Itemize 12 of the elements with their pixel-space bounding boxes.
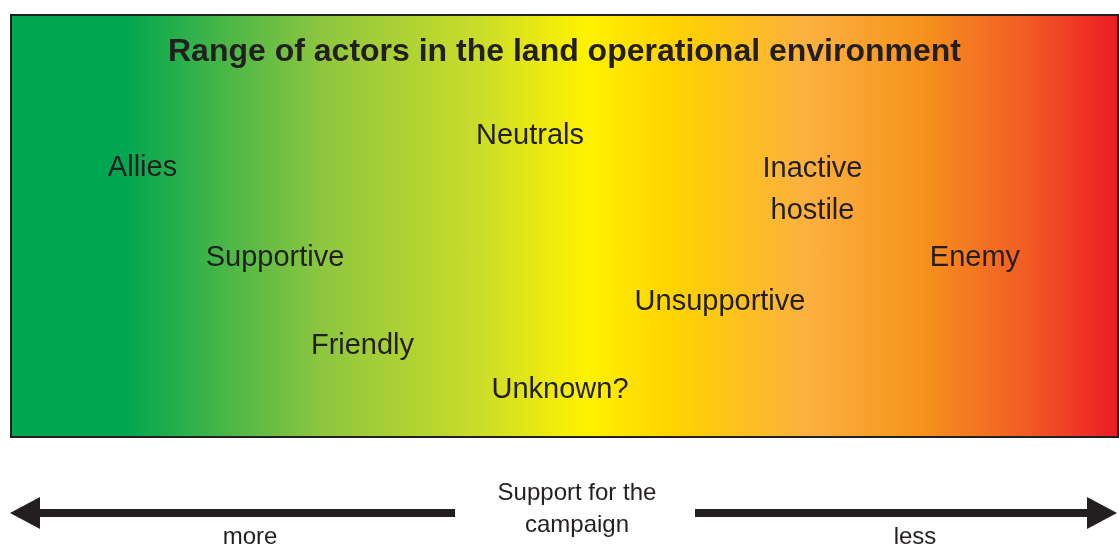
actor-label: Unknown?	[490, 372, 630, 405]
actor-label: Allies	[106, 150, 179, 183]
actor-label: Inactive hostile	[761, 150, 864, 227]
actor-label: Unsupportive	[633, 284, 807, 317]
axis-label: less	[892, 522, 938, 550]
actor-label: Supportive	[204, 240, 346, 273]
actor-label: Neutrals	[475, 118, 585, 151]
axis-label: Support for the campaign	[496, 477, 658, 539]
actor-label: Friendly	[309, 328, 416, 361]
axis-label: more	[221, 522, 279, 550]
actor-label: Enemy	[928, 240, 1022, 273]
title: Range of actors in the land operational environment	[167, 32, 962, 69]
